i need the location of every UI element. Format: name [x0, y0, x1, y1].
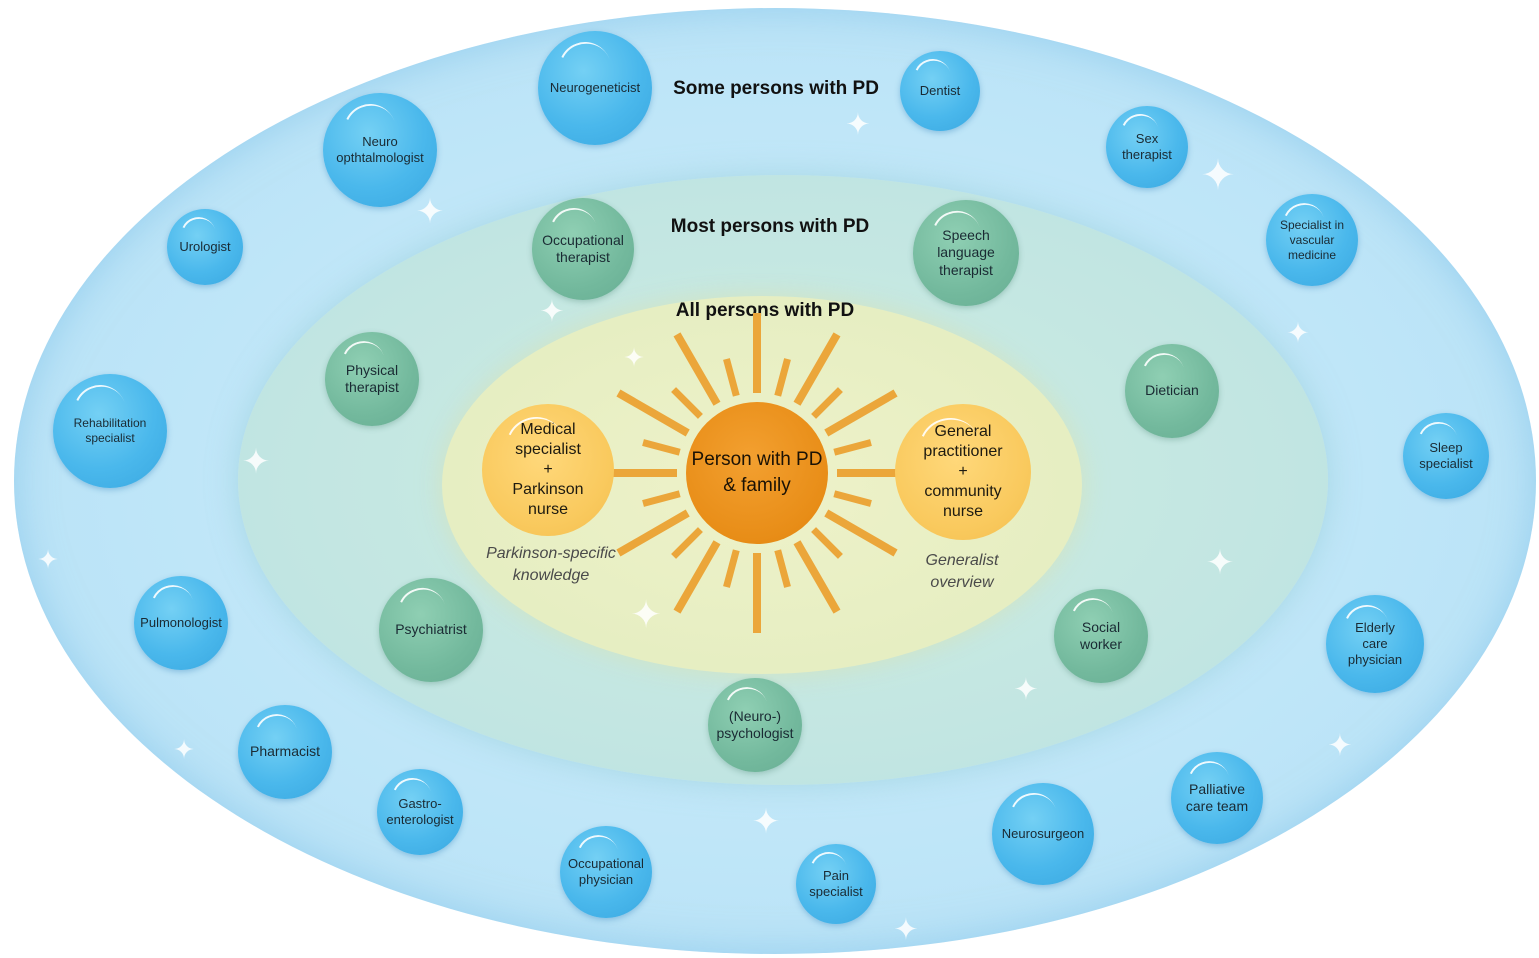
- node-neuro-psychologist: (Neuro-) psychologist: [708, 678, 802, 772]
- sun-ray: [673, 332, 721, 406]
- node-label: Neuro opthtalmologist: [336, 133, 424, 165]
- node-gastro-enterologist: Gastro- enterologist: [377, 769, 463, 855]
- node-specialist-vascular-medicine: Specialist in vascular medicine: [1266, 194, 1358, 286]
- node-pulmonologist: Pulmonologist: [134, 576, 228, 670]
- sun-ray: [671, 387, 703, 419]
- node-palliative-care-team: Palliative care team: [1171, 752, 1263, 844]
- sun-ray: [723, 358, 740, 397]
- sun-ray: [833, 490, 872, 507]
- node-label: Occupational physician: [568, 855, 644, 887]
- node-label: Pain specialist: [809, 867, 863, 899]
- node-label: Dentist: [919, 82, 961, 98]
- node-label: Social worker: [1079, 618, 1122, 653]
- node-label: Elderly care physician: [1347, 619, 1403, 668]
- sun-ray: [642, 439, 681, 456]
- outer-ring-title: Some persons with PD: [673, 78, 879, 99]
- sun-ray: [671, 527, 703, 559]
- sparkle-icon: ✦: [1200, 151, 1236, 199]
- sparkle-icon: ✦: [893, 913, 919, 947]
- sparkle-icon: ✦: [241, 443, 271, 481]
- caption-parkinson-specific-knowledge: Parkinson-specific knowledge: [486, 545, 616, 585]
- sun-ray: [793, 540, 841, 614]
- sparkle-icon: ✦: [415, 193, 445, 231]
- node-label: Sex therapist: [1122, 130, 1172, 162]
- sparkle-icon: ✦: [1286, 317, 1310, 349]
- node-label: Psychiatrist: [395, 621, 467, 638]
- sun-ray: [793, 332, 841, 406]
- node-label: Speech language therapist: [937, 226, 995, 278]
- node-occupational-therapist: Occupational therapist: [532, 198, 634, 300]
- node-label: Dietician: [1145, 382, 1199, 399]
- node-speech-language-therapist: Speech language therapist: [913, 200, 1019, 306]
- node-label: Neurosurgeon: [1001, 825, 1085, 841]
- node-pharmacist: Pharmacist: [238, 705, 332, 799]
- node-medical-specialist-parkinson-nurse: Medical specialist + Parkinson nurse: [482, 404, 614, 536]
- node-label: Pharmacist: [249, 743, 321, 760]
- sun-ray: [616, 389, 690, 437]
- node-pain-specialist: Pain specialist: [796, 844, 876, 924]
- sun-ray: [642, 490, 681, 507]
- node-general-practitioner-community-nurse: General practitioner + community nurse: [895, 404, 1031, 540]
- node-physical-therapist: Physical therapist: [325, 332, 419, 426]
- sun-ray: [824, 389, 898, 437]
- node-label: Palliative care team: [1185, 780, 1249, 815]
- node-label: Urologist: [179, 238, 231, 254]
- sparkle-icon: ✦: [1205, 544, 1235, 582]
- node-label: (Neuro-) psychologist: [716, 707, 794, 742]
- sparkle-icon: ✦: [1327, 729, 1353, 763]
- sparkle-icon: ✦: [845, 108, 871, 142]
- node-elderly-care-physician: Elderly care physician: [1326, 595, 1424, 693]
- sparkle-icon: ✦: [751, 803, 781, 841]
- center-label: Person with PD & family: [691, 449, 823, 496]
- node-label: Gastro- enterologist: [386, 795, 454, 827]
- sun-ray: [824, 509, 898, 557]
- caption-generalist-overview: Generalist overview: [925, 552, 999, 592]
- node-psychiatrist: Psychiatrist: [379, 578, 483, 682]
- node-occupational-physician: Occupational physician: [560, 826, 652, 918]
- center-person-with-pd-family: Person with PD & family: [686, 402, 828, 544]
- node-social-worker: Social worker: [1054, 589, 1148, 683]
- node-sex-therapist: Sex therapist: [1106, 106, 1188, 188]
- sparkle-icon: ✦: [173, 734, 195, 765]
- node-label: Occupational therapist: [542, 231, 624, 266]
- sun-ray: [774, 358, 791, 397]
- node-label: Rehabilitation specialist: [73, 416, 147, 445]
- sun-ray: [811, 527, 843, 559]
- node-sleep-specialist: Sleep specialist: [1403, 413, 1489, 499]
- node-label: Medical specialist + Parkinson nurse: [512, 421, 584, 518]
- node-neurogeneticist: Neurogeneticist: [538, 31, 652, 145]
- sparkle-icon: ✦: [630, 594, 662, 637]
- node-label: Specialist in vascular medicine: [1279, 217, 1345, 262]
- sparkle-icon: ✦: [623, 342, 645, 373]
- sparkle-icon: ✦: [539, 295, 565, 329]
- node-neurosurgeon: Neurosurgeon: [992, 783, 1094, 885]
- node-label: Physical therapist: [345, 361, 399, 396]
- inner-ring-title: All persons with PD: [675, 300, 855, 321]
- node-label: Sleep specialist: [1419, 439, 1473, 471]
- sun-ray: [723, 549, 740, 588]
- sparkle-icon: ✦: [37, 544, 59, 575]
- sun-ray: [811, 387, 843, 419]
- middle-ring-title: Most persons with PD: [670, 216, 870, 237]
- node-label: Neurogeneticist: [549, 79, 641, 95]
- node-label: Pulmonologist: [140, 614, 222, 630]
- sun-ray: [774, 549, 791, 588]
- node-dietician: Dietician: [1125, 344, 1219, 438]
- node-label: General practitioner + community nurse: [923, 423, 1003, 520]
- sparkle-icon: ✦: [1013, 673, 1039, 707]
- sun-ray: [673, 540, 721, 614]
- node-neuro-opthtalmologist: Neuro opthtalmologist: [323, 93, 437, 207]
- node-urologist: Urologist: [167, 209, 243, 285]
- sun-ray: [616, 509, 690, 557]
- sun-ray: [833, 439, 872, 456]
- node-dentist: Dentist: [900, 51, 980, 131]
- node-rehabilitation-specialist: Rehabilitation specialist: [53, 374, 167, 488]
